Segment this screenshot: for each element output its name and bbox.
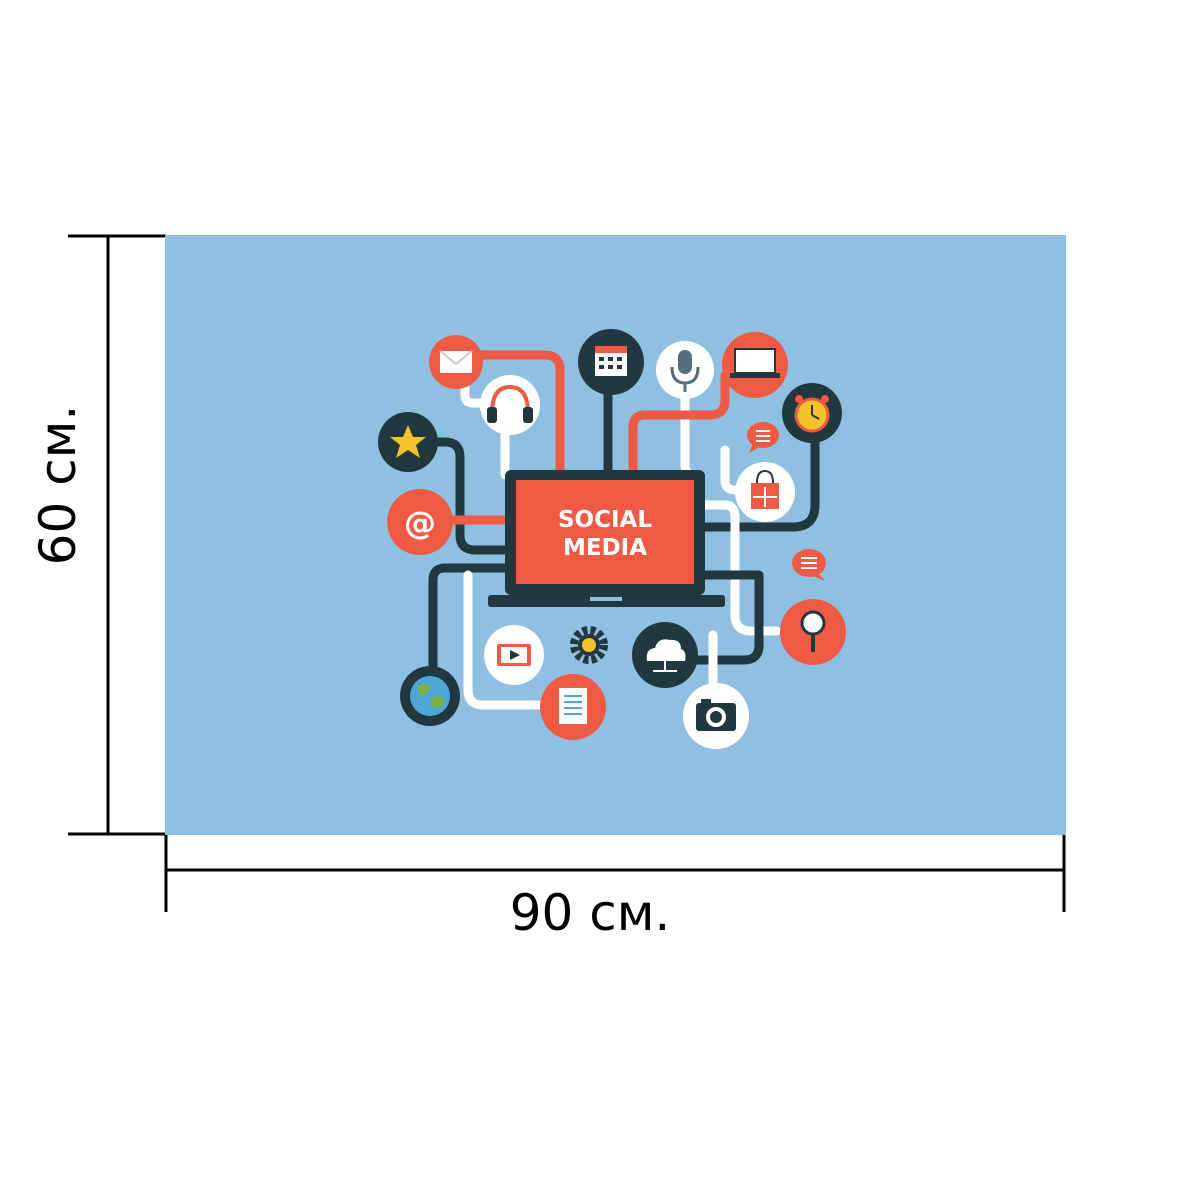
envelope-icon bbox=[429, 335, 483, 389]
at-sign-icon: @ bbox=[387, 489, 453, 555]
shopping-bag-icon bbox=[735, 462, 795, 522]
chat-bubble-icon bbox=[792, 549, 826, 581]
camera-icon bbox=[683, 683, 749, 749]
star-icon bbox=[378, 412, 438, 472]
laptop-graphic: SOCIAL MEDIA bbox=[488, 470, 725, 607]
alarm-clock-icon bbox=[782, 383, 842, 443]
gear-icon bbox=[570, 626, 608, 664]
poster-title-line1: SOCIAL bbox=[558, 507, 652, 533]
poster-title-line2: MEDIA bbox=[563, 535, 647, 561]
height-label: 60 см. bbox=[29, 404, 87, 566]
globe-icon bbox=[400, 666, 460, 726]
video-play-icon bbox=[484, 625, 544, 685]
document-icon bbox=[540, 674, 606, 740]
calendar-icon bbox=[578, 329, 644, 395]
microphone-icon bbox=[656, 341, 714, 399]
chat-bubble-icon bbox=[747, 422, 779, 453]
poster-image: SOCIAL MEDIA bbox=[165, 235, 1066, 835]
magnifier-icon bbox=[780, 599, 846, 665]
headphones-icon bbox=[480, 375, 540, 435]
width-label: 90 см. bbox=[509, 884, 671, 942]
svg-text:@: @ bbox=[404, 504, 436, 542]
laptop-icon bbox=[722, 332, 788, 398]
cloud-icon bbox=[632, 622, 698, 688]
